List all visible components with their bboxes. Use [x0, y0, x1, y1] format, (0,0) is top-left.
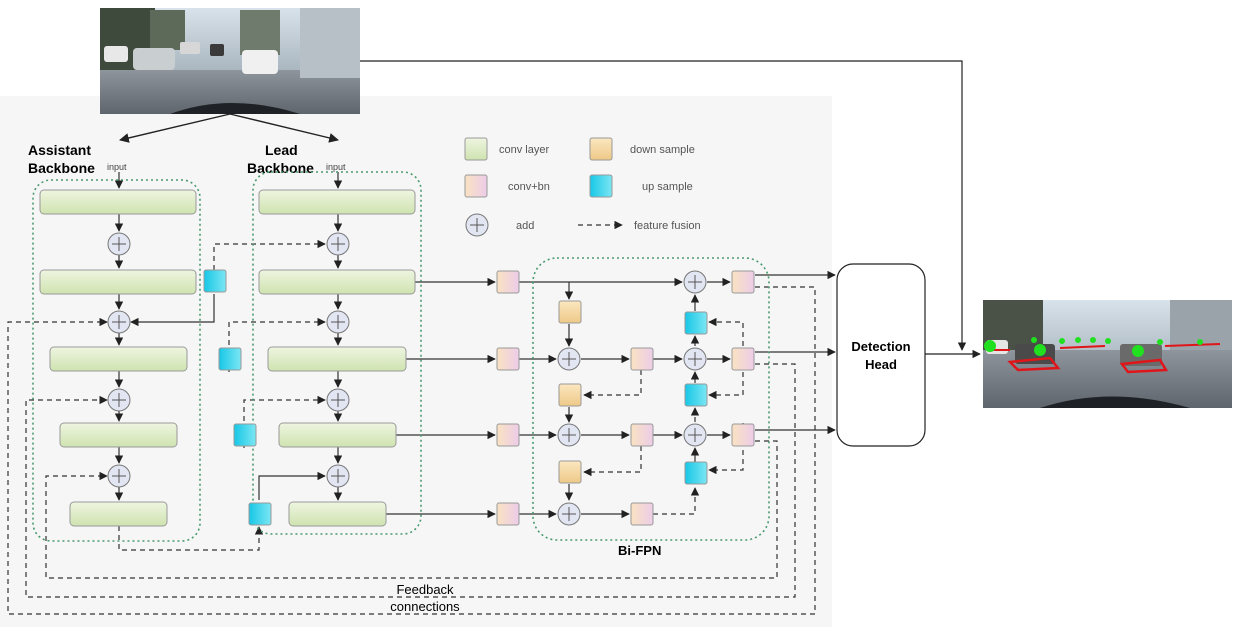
upsample-block-3 — [233, 423, 257, 447]
fusion-up-2 — [228, 317, 326, 372]
feedback-1 — [7, 286, 816, 615]
bifpn-upsample-2 — [684, 383, 708, 407]
assistant-add-node-1 — [107, 232, 131, 256]
feedback-label-line2: connections — [390, 599, 460, 614]
fusion-up-4 — [258, 471, 326, 500]
bifpn-add-node-4 — [683, 270, 707, 294]
legend-down-sample-swatch — [589, 137, 613, 161]
bifpn-input-convbn-2 — [496, 347, 520, 371]
bifpn-downsample-1 — [558, 300, 582, 324]
feedback-3 — [45, 440, 778, 579]
bifpn-row2-down-fusion — [583, 370, 642, 400]
bifpn-downsample-3 — [558, 460, 582, 484]
assistant-conv-layer-4 — [59, 422, 178, 448]
fusion-up-3 — [243, 395, 326, 448]
bifpn-right-down-1 — [708, 372, 744, 400]
lead-backbone-title-line1: Lead — [265, 142, 298, 158]
bifpn-add-node-2 — [557, 423, 581, 447]
bifpn-add-node-3 — [557, 502, 581, 526]
bifpn-input-convbn-3 — [496, 423, 520, 447]
assistant-conv-layer-1 — [39, 189, 197, 215]
legend-add-icon — [465, 213, 489, 237]
detection-head-box — [836, 263, 926, 447]
legend-down-sample-label: down sample — [630, 144, 695, 156]
legend-conv-layer-label: conv layer — [499, 144, 549, 156]
assistant-backbone-title-line1: Assistant — [28, 142, 91, 158]
lead-input-label: input — [326, 162, 346, 172]
upsample-block-4 — [248, 502, 272, 526]
connection-lines — [7, 172, 836, 615]
legend-up-sample-label: up sample — [642, 181, 693, 193]
lead-conv-layer-1 — [258, 189, 416, 215]
diagram-nodes — [32, 171, 770, 542]
image-bypass-arrow — [360, 60, 967, 351]
bifpn-row4-up-fusion — [653, 487, 700, 515]
legend-add-label: add — [516, 220, 534, 232]
bifpn-group — [532, 257, 770, 541]
legend-conv-layer-swatch — [464, 137, 488, 161]
lead-add-node-1 — [326, 232, 350, 256]
detection-head-title-line1: Detection — [851, 339, 910, 354]
legend-conv-bn-label: conv+bn — [508, 181, 550, 193]
lead-add-node-3 — [326, 388, 350, 412]
assistant-input-label: input — [107, 162, 127, 172]
bifpn-output-convbn-1 — [731, 270, 755, 294]
bifpn-downsample-2 — [558, 383, 582, 407]
bifpn-mid-convbn-3 — [630, 423, 654, 447]
assistant-conv-layer-2 — [39, 269, 197, 295]
input-arrow-right — [229, 113, 339, 143]
upsample-block-2 — [218, 347, 242, 371]
bifpn-mid-convbn-2 — [630, 347, 654, 371]
bifpn-input-convbn-4 — [496, 502, 520, 526]
assistant-backbone-group — [32, 179, 201, 542]
bifpn-upsample-1 — [684, 311, 708, 335]
detection-head-title-line2: Head — [865, 357, 897, 372]
input-arrow-left — [119, 113, 231, 143]
lead-backbone-title-line2: Backbone — [247, 160, 314, 176]
bifpn-output-convbn-3 — [731, 423, 755, 447]
feedback-label-line1: Feedback — [396, 582, 454, 597]
input-image — [100, 8, 360, 114]
assistant-add-node-2 — [107, 310, 131, 334]
legend: conv layer down sample conv+bn up sample… — [464, 137, 701, 237]
bifpn-right-up-1 — [708, 317, 744, 346]
legend-conv-bn-swatch — [464, 174, 488, 198]
assistant-side-to-add2 — [130, 294, 215, 327]
assistant-conv-layer-3 — [49, 346, 188, 372]
assistant-backbone-title-line2: Backbone — [28, 160, 95, 176]
lead-backbone-group — [252, 171, 422, 535]
fusion-up-1 — [213, 239, 326, 270]
lead-add-node-4 — [326, 464, 350, 488]
fusion-bottom-assistant-to-up4 — [118, 526, 264, 551]
bifpn-upsample-3 — [684, 461, 708, 485]
output-image — [983, 300, 1232, 408]
lead-conv-layer-4 — [278, 422, 397, 448]
lead-add-node-2 — [326, 310, 350, 334]
bifpn-input-convbn-1 — [496, 270, 520, 294]
legend-up-sample-swatch — [589, 174, 613, 198]
assistant-add-node-4 — [107, 464, 131, 488]
bifpn-row3-down-fusion — [583, 446, 642, 477]
bifpn-add-node-6 — [683, 423, 707, 447]
assistant-conv-layer-5 — [69, 501, 168, 527]
legend-feature-fusion-label: feature fusion — [634, 220, 701, 232]
feedback-2 — [25, 363, 796, 598]
upsample-block-1 — [203, 269, 227, 293]
bifpn-mid-convbn-4 — [630, 502, 654, 526]
lead-conv-layer-2 — [258, 269, 416, 295]
bifpn-add-node-5 — [683, 347, 707, 371]
bifpn-right-down-2 — [708, 423, 744, 475]
bifpn-output-convbn-2 — [731, 347, 755, 371]
bifpn-add-node-1 — [557, 347, 581, 371]
bifpn-title: Bi-FPN — [618, 543, 661, 558]
lead-conv-layer-3 — [267, 346, 407, 372]
lead-conv-layer-5 — [288, 501, 387, 527]
assistant-add-node-3 — [107, 388, 131, 412]
